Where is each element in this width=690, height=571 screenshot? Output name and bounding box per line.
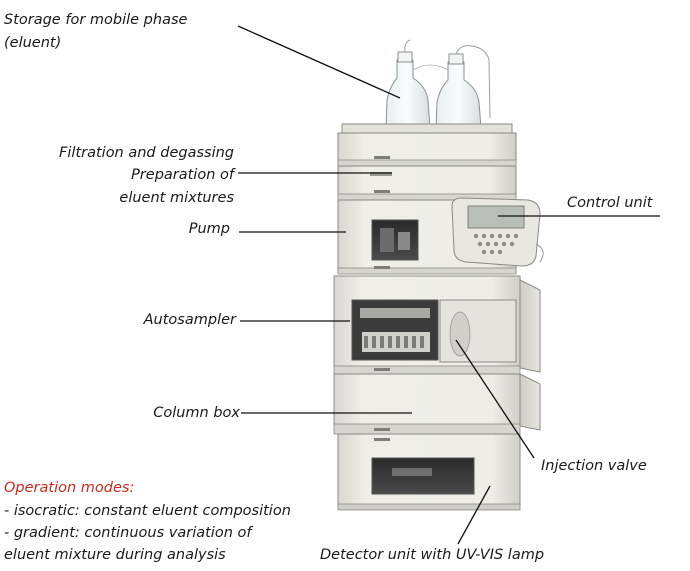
label-filtration: Filtration and degassing (59, 145, 234, 161)
control-unit-device (451, 197, 544, 267)
label-preparation-line1: Preparation of (131, 167, 234, 183)
label-control-unit: Control unit (567, 195, 653, 211)
operation-modes-title: Operation modes: (4, 480, 135, 496)
label-pump: Pump (188, 221, 230, 237)
instrument-stack (333, 123, 541, 511)
label-column-box: Column box (153, 405, 240, 421)
label-detector-unit: Detector unit with UV-VIS lamp (320, 547, 545, 563)
label-autosampler: Autosampler (143, 312, 236, 328)
leader-storage (237, 25, 401, 99)
label-storage-line1: Storage for mobile phase (4, 12, 188, 28)
leader-lines (237, 25, 660, 545)
operation-modes-gradient: - gradient: continuous variation of (4, 525, 252, 541)
label-injection-valve: Injection valve (541, 458, 647, 474)
label-storage-line2: (eluent) (4, 35, 62, 51)
operation-modes-gradient-cont: eluent mixture during analysis (4, 547, 226, 563)
leader-detector (457, 485, 491, 545)
operation-modes-isocratic: - isocratic: constant eluent composition (4, 503, 291, 519)
label-preparation-line2: eluent mixtures (119, 190, 234, 206)
solvent-bottles (385, 39, 491, 129)
leader-injection-valve (455, 339, 535, 459)
